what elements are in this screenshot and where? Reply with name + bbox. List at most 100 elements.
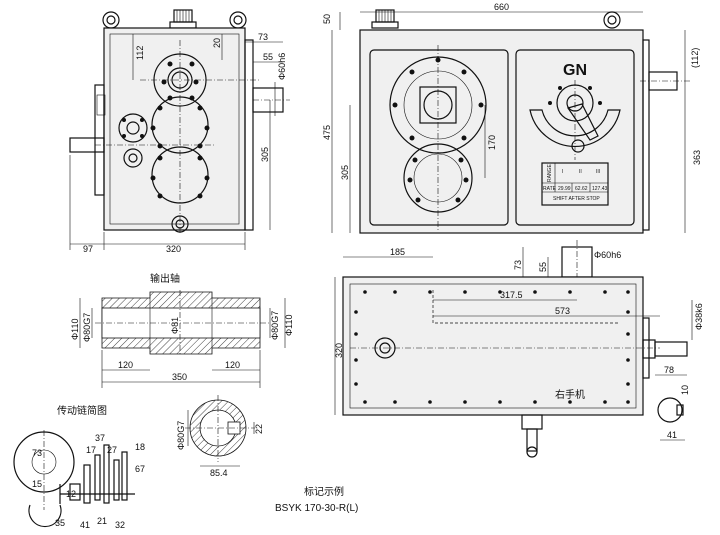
side-view: GN RANGE I II III RATE 29.99 62.62 [322,2,702,234]
plate-range-header: RANGE [547,164,553,182]
bolt-hole [354,358,358,362]
bolt-hole [354,382,358,386]
dim-73-front: 73 [258,32,268,42]
bolt-hole [603,400,607,404]
output-shaft-drawing: 输出轴 Φ110 Φ80G7 Φ81 Φ80G7 Φ110 120 120 35… [70,272,294,388]
side-flange [244,39,254,231]
bolt-hole [363,290,367,294]
right-hand-caption: 右手机 [555,388,585,401]
plate-range-2: II [579,169,582,175]
bolt-hole [393,400,397,404]
bolt-holes-top [354,290,630,404]
dim-key: 22 [254,424,264,434]
chain-num-18: 18 [135,442,145,452]
bolt-hole [568,290,572,294]
bolt-hole [363,400,367,404]
bolt-hole [568,400,572,404]
plate-rate-1: 29.99 [558,186,571,192]
rate-plate: RANGE I II III RATE 29.99 62.62 127.43 S… [541,162,609,206]
dim-305-side: 305 [340,165,350,180]
dim-317: 317.5 [500,290,523,300]
dim-d81: Φ81 [170,317,180,334]
bolt-hole [626,400,630,404]
dim-shaft-top: Φ60h6 [594,250,621,260]
dim-120-left: 120 [118,360,133,370]
top-cover-circle [374,337,396,359]
chain-num-15: 15 [32,479,42,489]
plate-range-1: I [562,169,563,175]
dim-97: 97 [83,244,93,254]
lifting-eye-side [603,11,621,29]
brand-logo: GN [563,62,587,79]
dim-20: 20 [212,38,222,48]
chain-num-32: 32 [115,520,125,530]
lifting-eye-left [102,11,120,29]
chain-num-17: 17 [86,445,96,455]
dim-10: 10 [680,385,690,395]
chain-num-41: 41 [80,520,90,530]
shaft-cross-section: Φ80G7 22 85.4 [176,395,264,478]
bolt-hole [626,382,630,386]
dim-573: 573 [555,306,570,316]
dim-305-front: 305 [260,147,270,162]
bolt-hole [498,400,502,404]
small-cover-lower [123,148,143,168]
bolt-hole [626,332,630,336]
dim-38: Φ38k6 [694,303,704,330]
dim-660: 660 [494,2,509,12]
shift-handle-front [94,84,106,196]
chain-num-37: 37 [95,433,105,443]
lifting-eye-right [229,11,247,29]
chain-num-12: 12 [66,489,76,499]
small-cover-upper [118,113,148,143]
bolt-hole [498,290,502,294]
bolt-hole [626,310,630,314]
dim-d110-left: Φ110 [70,318,80,340]
dim-112-side: (112) [690,48,700,68]
chain-num-27: 27 [107,445,117,455]
bolt-hole [603,290,607,294]
breather-plug-side [371,9,399,29]
plate-range-3: III [596,169,600,175]
marking-title: 标记示例 [304,485,344,498]
dim-320-front: 320 [166,244,181,254]
marking-example: 标记示例 BSYK 170-30-R(L) [275,485,358,514]
bolt-hole [463,400,467,404]
plate-footer: SHIFT AFTER STOP [553,196,600,202]
chain-num-21: 21 [97,516,107,526]
bolt-hole [354,332,358,336]
dim-475: 475 [322,125,332,140]
bolt-hole [533,290,537,294]
dim-41: 41 [667,430,677,440]
output-shaft-title: 输出轴 [150,272,180,285]
bolt-hole [626,358,630,362]
marking-code: BSYK 170-30-R(L) [275,503,358,514]
dim-55-top: 55 [538,262,548,272]
shift-panel [515,49,635,226]
chain-title: 传动链简图 [57,404,107,417]
front-view: 112 20 73 55 Φ60h6 305 320 97 [69,9,290,254]
handle-bottom [521,414,543,458]
dim-85: 85.4 [210,468,228,478]
housing-side [359,29,644,234]
dim-120-right: 120 [225,360,240,370]
chain-diagram: 传动链简图 73 17 37 27 18 67 15 12 35 41 21 3… [13,404,145,530]
bolt-hole [428,290,432,294]
dim-d80-right: Φ80G7 [270,311,280,340]
dim-320-top: 320 [334,343,344,358]
chain-num-35: 35 [55,518,65,528]
plate-rate-label: RATE [543,186,557,192]
chain-num-67: 67 [135,464,145,474]
housing-front [103,27,246,231]
dim-bore: Φ80G7 [176,421,186,450]
dim-50: 50 [322,14,332,24]
dim-112: 112 [135,46,145,60]
key-slot-detail [657,397,684,423]
chain-num-73: 73 [32,448,42,458]
dim-350: 350 [172,372,187,382]
bolt-hole [354,310,358,314]
bolt-hole [428,400,432,404]
top-view: 右手机 185 73 55 Φ60h6 317.5 573 320 78 Φ38… [334,240,704,458]
housing-top [342,276,644,416]
